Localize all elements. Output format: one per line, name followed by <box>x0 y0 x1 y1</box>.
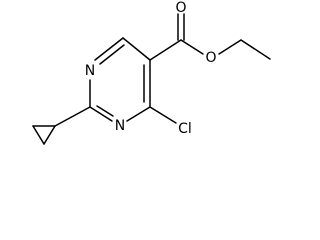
bond-c2-n3 <box>89 106 113 122</box>
bond-c5-c6 <box>122 37 151 61</box>
bond-c2-n3-inner <box>96 105 114 117</box>
bond-c2-cyclopropyl <box>54 106 91 127</box>
bond-cyclopropyl-c <box>43 125 56 145</box>
bond-carbonyl-c-o-ester <box>180 39 204 55</box>
atom-label-o-ester: O <box>205 50 216 66</box>
atom-label-n1: N <box>85 63 95 79</box>
bond-c5-carbonyl-c <box>149 39 182 61</box>
bond-c6-n1 <box>94 37 124 61</box>
atom-label-o-carbonyl: O <box>175 0 186 16</box>
bond-cyclopropyl-b <box>32 125 45 145</box>
atom-label-n3: N <box>115 118 125 134</box>
structure-canvas: N N O O Cl <box>32 0 271 145</box>
molecule-drawing: N N O O Cl <box>32 0 271 145</box>
bond-n3-c4 <box>126 106 151 122</box>
bond-c4-cl <box>149 106 177 124</box>
bond-ch2-ch3 <box>240 39 271 60</box>
bond-c6-n1-inner <box>99 44 125 65</box>
bond-o-ester-ch2 <box>218 39 242 55</box>
atom-label-cl: Cl <box>178 121 192 137</box>
